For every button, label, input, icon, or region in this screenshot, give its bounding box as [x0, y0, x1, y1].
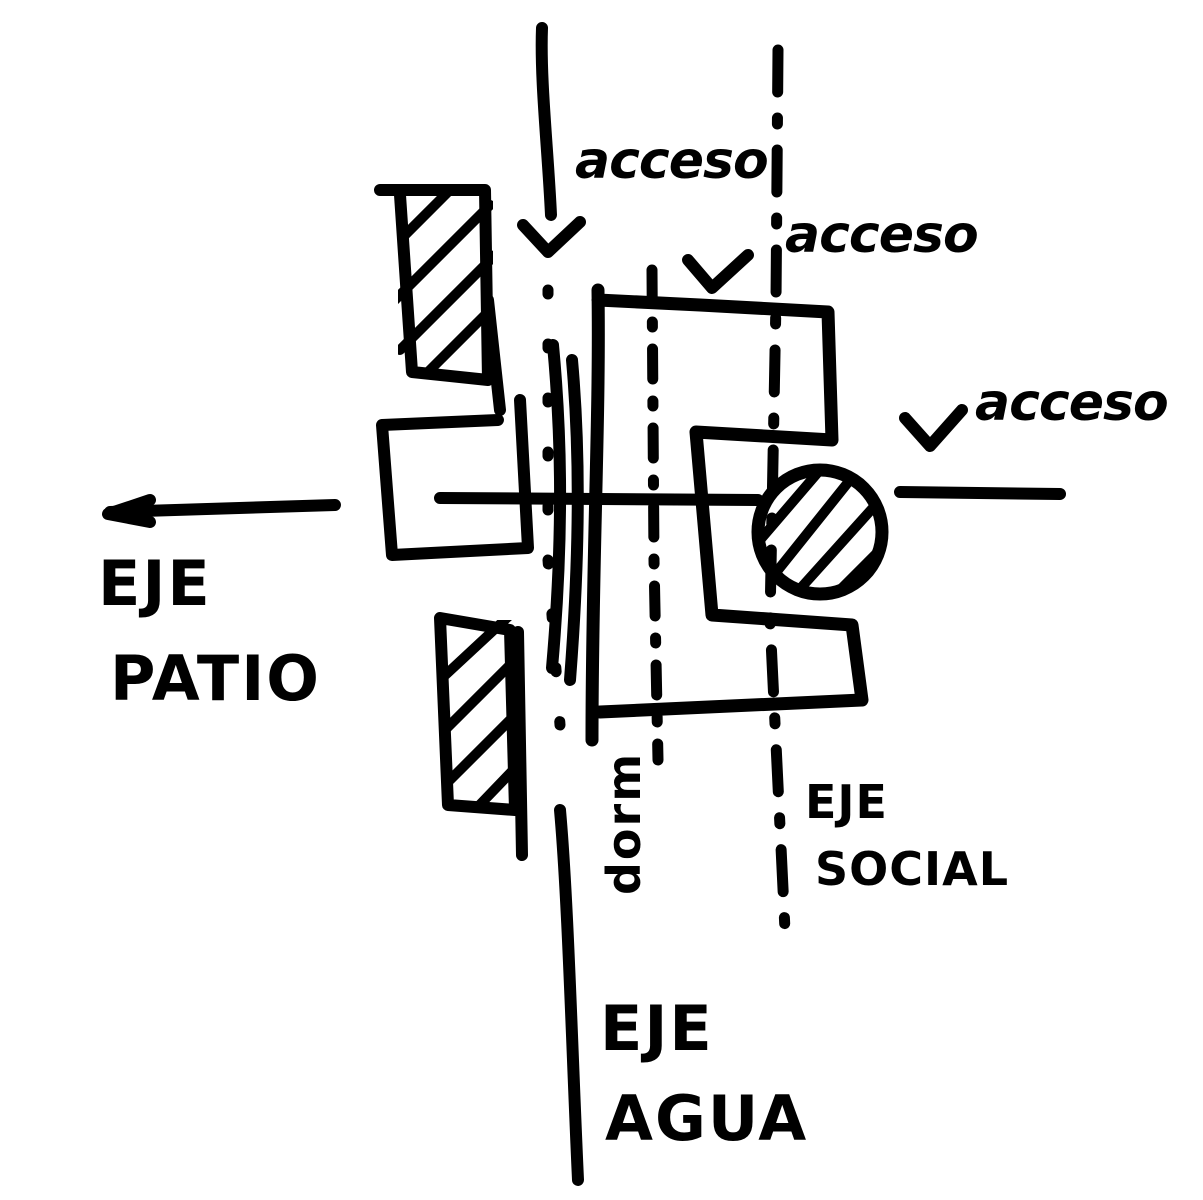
hatched-circle	[751, 463, 889, 601]
patio-axis-arrow-line	[104, 499, 341, 518]
social-axis-line	[764, 44, 791, 936]
dorm-axis-line	[646, 264, 664, 766]
axis-agua-label-line2: AGUA	[605, 1082, 808, 1155]
access-label-top-right: acceso	[785, 205, 978, 265]
water-axis-upper-line	[535, 22, 557, 221]
access-arrow-3	[899, 404, 968, 452]
patio-axis-arrow-head	[102, 494, 156, 528]
access-arrow-2	[682, 249, 754, 294]
access-arrow-1	[517, 216, 586, 258]
axis-dorm-label: dorm	[597, 752, 651, 895]
patio-block	[376, 394, 534, 561]
axis-patio-label-line1: EJE	[98, 547, 212, 620]
water-axis-lower-line	[554, 804, 584, 1186]
axis-patio-label-line2: PATIO	[110, 642, 321, 715]
patio-axis-line	[434, 492, 764, 506]
access-label-top-left: acceso	[575, 131, 768, 191]
access-label-right: acceso	[975, 373, 1168, 433]
axis-agua-label-line1: EJE	[600, 992, 714, 1065]
patio-axis-line-right	[894, 486, 1066, 500]
corridor-line-right	[564, 354, 584, 686]
bottom-hatched-block	[434, 612, 528, 861]
corridor-line-left	[546, 339, 567, 674]
axis-social-label-line2: SOCIAL	[815, 842, 1009, 896]
axis-social-label-line1: EJE	[805, 775, 888, 829]
top-hatched-block	[374, 184, 506, 416]
